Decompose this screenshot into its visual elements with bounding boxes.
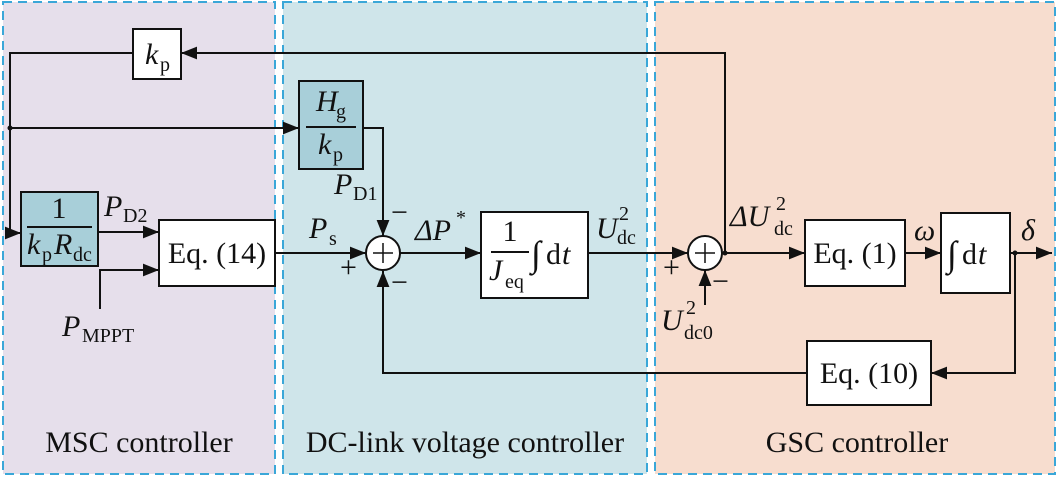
inertia-dt-d: d [546,238,561,271]
sum1-minus-bottom: − [391,266,408,299]
kp-block-sub: p [160,54,170,76]
eq10-label: Eq. (10) [820,357,918,390]
sum1-plus-left: + [340,251,357,284]
gain-den-r: R [53,228,72,261]
gain-den-rsub: dc [73,244,92,266]
signal-wires [5,46,1052,380]
ps-main: P [308,212,327,245]
dc-link-region [282,1,648,475]
hg-num-sub: g [336,101,346,123]
eq1-block [804,219,906,287]
dudc2-sup: 2 [776,193,786,215]
pmppt-sub: MPPT [82,325,134,347]
integ-dt-t: t [978,238,987,271]
kp-block-main: k [145,38,159,71]
inertia-den-main: J [489,254,504,287]
inertia-num: 1 [503,215,518,248]
inertia-block [480,211,589,299]
udc2-sup: 2 [619,203,629,225]
udc02-sup: 2 [686,297,696,319]
udc2-sub: dc [617,227,636,249]
dc-region-label: DC-link voltage controller [306,426,624,459]
hg-kp-block [298,80,364,170]
inertia-den-sub: eq [505,271,524,293]
eq14-block [158,219,276,287]
gsc-region-label: GSC controller [766,426,948,459]
eq10-block [806,340,932,406]
sum2-plus-left: + [663,251,680,284]
integrator-block [940,212,1011,294]
udc2-main: U [596,212,620,245]
dpstar-main: ΔP [414,214,451,247]
sum2-minus-bottom: − [712,265,729,298]
dpstar-sup: * [456,207,466,229]
pd2-sub: D2 [123,205,147,227]
hg-num-main: H [315,85,340,118]
eq14-label: Eq. (14) [168,237,266,270]
integ-dt-d: d [962,238,977,271]
omega-label: ω [914,214,935,247]
hg-den-main: k [318,128,332,161]
junction-dots [7,125,1018,256]
msc-region-label: MSC controller [45,426,233,459]
udc02-main: U [661,304,685,337]
inertia-integral: ∫ [529,234,543,276]
inertia-dt-t: t [562,238,571,271]
hg-den-sub: p [333,144,343,166]
gain-den-ksub: p [42,244,52,266]
ps-sub: s [329,228,337,250]
pd1-main: P [333,168,352,201]
dudc2-main: ΔU [729,200,772,233]
dudc2-sub: dc [774,218,793,240]
pmppt-main: P [61,310,80,343]
eq1-label: Eq. (1) [813,237,896,270]
gain-block [20,191,99,267]
udc02-sub: dc0 [684,322,713,344]
gain-den-k: k [27,228,41,261]
kp-block [132,28,182,80]
delta-label: δ [1021,214,1036,247]
pd2-main: P [103,190,122,223]
gain-num: 1 [52,192,67,225]
pd1-sub: D1 [353,183,377,205]
integ-integral: ∫ [945,234,959,276]
sum1-minus-top: − [391,196,408,229]
